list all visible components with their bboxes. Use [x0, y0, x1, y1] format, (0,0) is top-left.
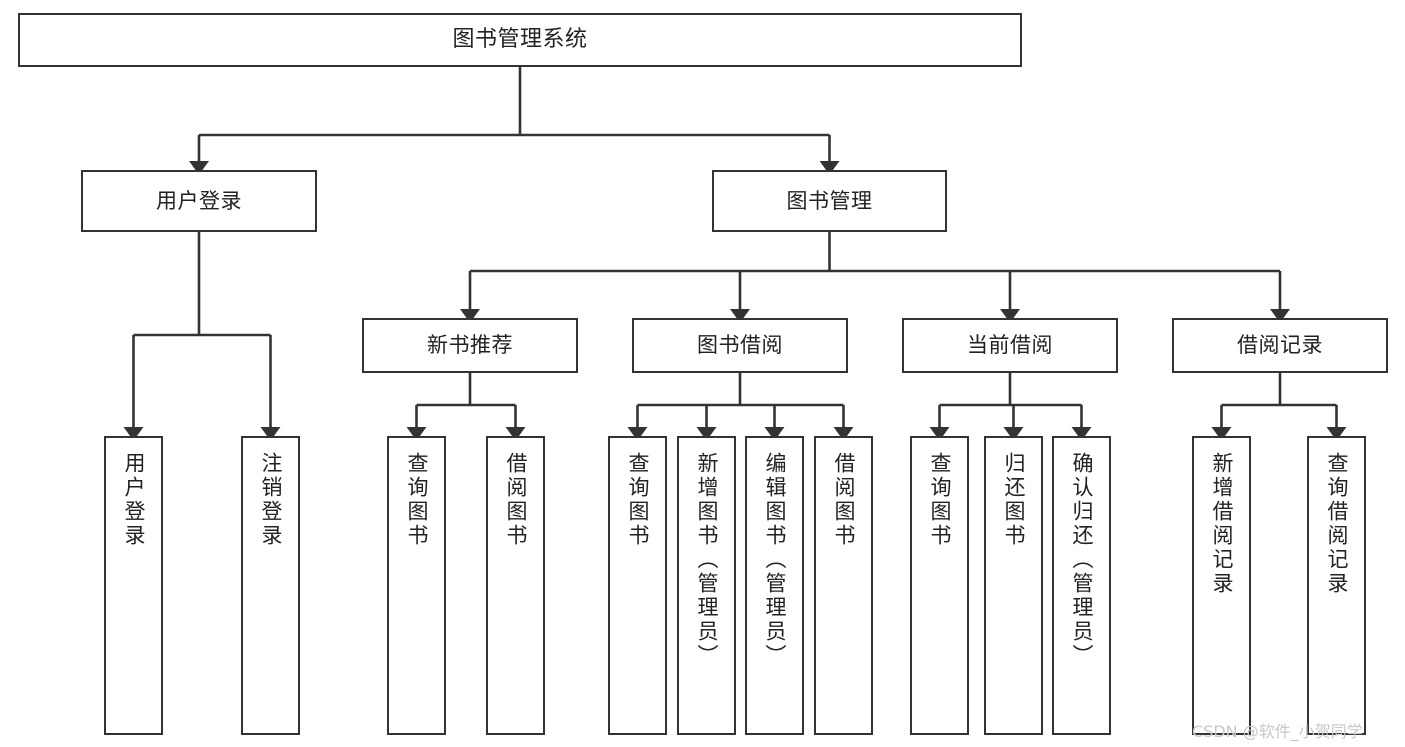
node-label-leaf-cb-query: 查询图书 — [928, 452, 952, 548]
node-label-current-borrow: 当前借阅 — [967, 333, 1053, 358]
node-label-leaf-cb-confirm: 确认归还（管理员） — [1070, 452, 1094, 668]
watermark-label: CSDN @软件_小贺同学 — [1192, 722, 1363, 741]
node-label-leaf-br-query: 查询图书 — [626, 452, 650, 548]
node-label-borrow-record: 借阅记录 — [1237, 333, 1323, 358]
node-book-borrow[interactable]: 图书借阅 — [632, 318, 848, 373]
node-current-borrow[interactable]: 当前借阅 — [902, 318, 1118, 373]
node-leaf-br-lend[interactable]: 借阅图书 — [814, 436, 873, 735]
node-leaf-br-add[interactable]: 新增图书（管理员） — [677, 436, 736, 735]
node-label-book-manage: 图书管理 — [786, 188, 873, 213]
node-label-leaf-rec-search: 查询借阅记录 — [1325, 452, 1349, 596]
node-leaf-cb-return[interactable]: 归还图书 — [984, 436, 1043, 735]
node-leaf-rec-query[interactable]: 查询图书 — [387, 436, 446, 735]
node-label-leaf-rec-query: 查询图书 — [405, 452, 429, 548]
node-label-leaf-cb-return: 归还图书 — [1002, 452, 1026, 548]
node-label-user-login: 用户登录 — [156, 188, 242, 213]
node-leaf-br-edit[interactable]: 编辑图书（管理员） — [745, 436, 804, 735]
node-leaf-user-login[interactable]: 用户登录 — [104, 436, 163, 735]
node-root[interactable]: 图书管理系统 — [18, 13, 1022, 67]
node-label-leaf-rec-add: 新增借阅记录 — [1210, 452, 1234, 596]
node-label-new-book-rec: 新书推荐 — [427, 333, 513, 358]
node-borrow-record[interactable]: 借阅记录 — [1172, 318, 1388, 373]
node-label-root: 图书管理系统 — [452, 27, 588, 53]
node-book-manage[interactable]: 图书管理 — [712, 170, 947, 232]
node-leaf-cb-query[interactable]: 查询图书 — [910, 436, 969, 735]
node-leaf-cb-confirm[interactable]: 确认归还（管理员） — [1052, 436, 1111, 735]
node-leaf-rec-add[interactable]: 新增借阅记录 — [1192, 436, 1251, 735]
node-label-book-borrow: 图书借阅 — [697, 333, 783, 358]
node-label-leaf-br-add: 新增图书（管理员） — [695, 452, 719, 668]
node-label-leaf-user-login: 用户登录 — [122, 452, 146, 548]
node-leaf-rec-borrow[interactable]: 借阅图书 — [486, 436, 545, 735]
node-label-leaf-br-lend: 借阅图书 — [832, 452, 856, 548]
node-label-leaf-rec-borrow: 借阅图书 — [504, 452, 528, 548]
node-label-leaf-br-edit: 编辑图书（管理员） — [763, 452, 787, 668]
node-leaf-rec-search[interactable]: 查询借阅记录 — [1307, 436, 1366, 735]
node-new-book-rec[interactable]: 新书推荐 — [362, 318, 578, 373]
node-user-login[interactable]: 用户登录 — [81, 170, 317, 232]
node-leaf-logout[interactable]: 注销登录 — [241, 436, 300, 735]
node-label-leaf-logout: 注销登录 — [259, 452, 283, 548]
node-leaf-br-query[interactable]: 查询图书 — [608, 436, 667, 735]
